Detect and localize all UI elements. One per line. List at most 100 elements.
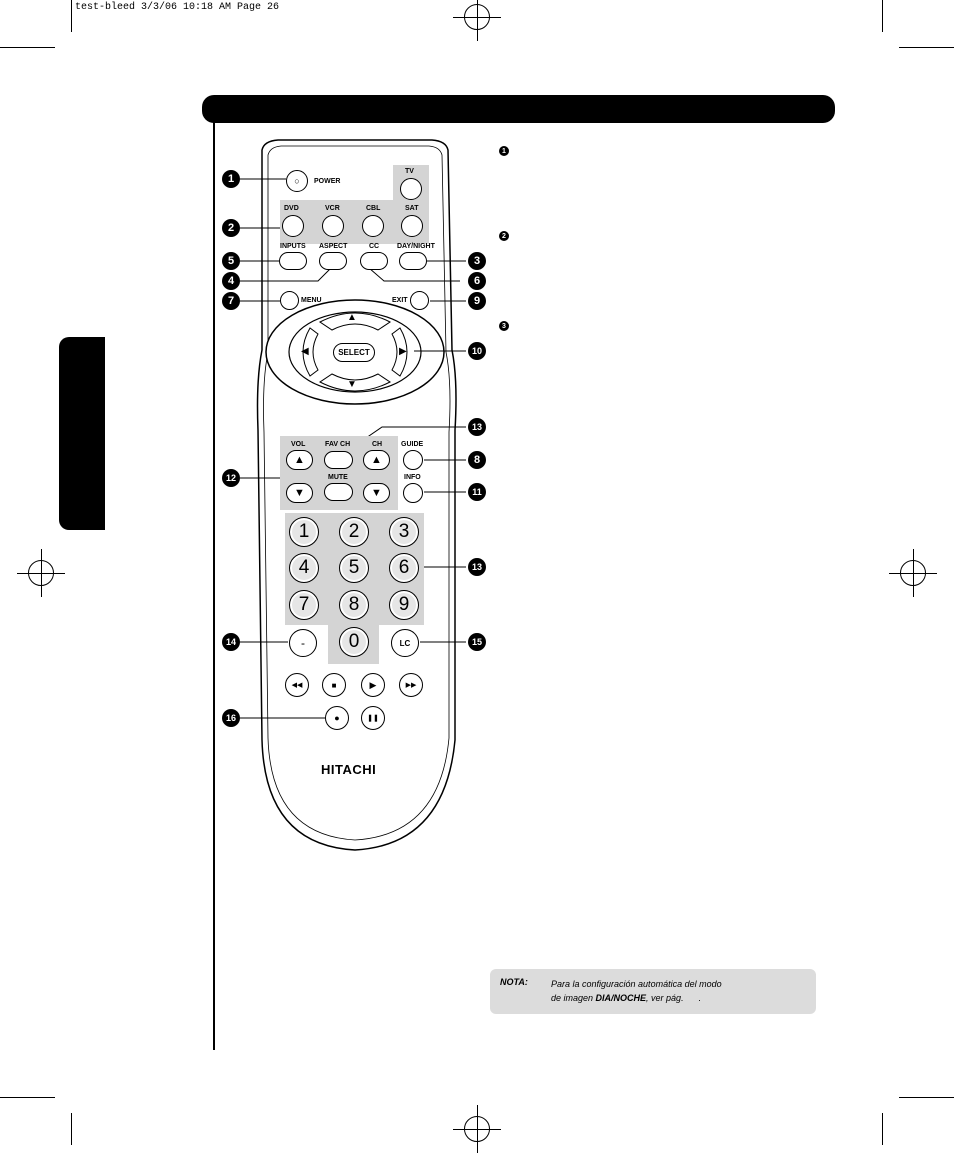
- nav-left-button[interactable]: ◀: [301, 346, 309, 357]
- down-arrow-icon: ▼: [347, 379, 357, 390]
- callout-7: 7: [222, 292, 240, 310]
- tv-button[interactable]: [400, 178, 422, 200]
- header-bar: [202, 95, 835, 123]
- callout-9: 9: [468, 292, 486, 310]
- callout-11: 11: [468, 483, 486, 501]
- power-icon: ○: [294, 176, 300, 186]
- crop-mark: [71, 0, 72, 32]
- callout-2: 2: [222, 219, 240, 237]
- guide-button[interactable]: [403, 450, 423, 470]
- menu-button[interactable]: [280, 291, 299, 310]
- ch-up-button[interactable]: ▲: [363, 450, 390, 470]
- dash-button[interactable]: -: [289, 629, 317, 657]
- inputs-button[interactable]: [279, 252, 307, 270]
- vol-down-button[interactable]: ▼: [286, 483, 313, 503]
- up-arrow-icon: ▲: [347, 312, 357, 323]
- tv-label: TV: [405, 168, 414, 175]
- note-line-1: Para la configuración automática del mod…: [551, 979, 722, 989]
- left-arrow-icon: ◀: [301, 346, 309, 357]
- dvd-button[interactable]: [282, 215, 304, 237]
- info-label: INFO: [404, 474, 421, 481]
- ch-down-button[interactable]: ▼: [363, 483, 390, 503]
- nav-up-button[interactable]: ▲: [347, 312, 357, 323]
- callout-5: 5: [222, 252, 240, 270]
- exit-label: EXIT: [392, 297, 408, 304]
- ch-up-icon: ▲: [371, 454, 382, 466]
- digit-6-button[interactable]: 6: [389, 553, 419, 583]
- callout-10: 10: [468, 342, 486, 360]
- callout-16: 16: [222, 709, 240, 727]
- dash-label: -: [301, 636, 305, 650]
- crop-mark: [0, 1097, 55, 1098]
- note-line-2: de imagen DIA/NOCHE, ver pág. .: [551, 991, 722, 1005]
- fav-ch-button[interactable]: [324, 451, 353, 469]
- cc-label: CC: [369, 243, 380, 250]
- pause-button[interactable]: ❚❚: [361, 706, 385, 730]
- section-marker-1: 1: [499, 146, 509, 156]
- callout-8: 8: [468, 451, 486, 469]
- callout-14: 14: [222, 633, 240, 651]
- digit-0-button[interactable]: 0: [339, 627, 369, 657]
- rewind-button[interactable]: ◀◀: [285, 673, 309, 697]
- brand-logo: HITACHI: [321, 762, 377, 777]
- record-icon: ●: [334, 713, 340, 723]
- day-night-button[interactable]: [399, 252, 427, 270]
- section-marker-3: 3: [499, 321, 509, 331]
- digit-8-button[interactable]: 8: [339, 590, 369, 620]
- stop-button[interactable]: ■: [322, 673, 346, 697]
- section-marker-2: 2: [499, 231, 509, 241]
- vol-up-button[interactable]: ▲: [286, 450, 313, 470]
- digit-4-button[interactable]: 4: [289, 553, 319, 583]
- mute-label: MUTE: [328, 474, 348, 481]
- crop-mark: [882, 0, 883, 32]
- fav-ch-label: FAV CH: [325, 441, 351, 448]
- vol-label: VOL: [291, 441, 306, 448]
- fast-forward-icon: ▶▶: [405, 682, 417, 689]
- digit-5-button[interactable]: 5: [339, 553, 369, 583]
- guide-label: GUIDE: [401, 441, 424, 448]
- digit-7-button[interactable]: 7: [289, 590, 319, 620]
- info-button[interactable]: [403, 483, 423, 503]
- vol-up-icon: ▲: [294, 454, 305, 466]
- vcr-button[interactable]: [322, 215, 344, 237]
- nav-right-button[interactable]: ▶: [399, 346, 407, 357]
- crop-mark: [899, 1097, 954, 1098]
- slug-line: test-bleed 3/3/06 10:18 AM Page 26: [75, 2, 280, 13]
- digit-9-button[interactable]: 9: [389, 590, 419, 620]
- registration-mark: [17, 549, 65, 597]
- note-text: Para la configuración automática del mod…: [551, 977, 722, 1005]
- sat-button[interactable]: [401, 215, 423, 237]
- record-button[interactable]: ●: [325, 706, 349, 730]
- vcr-label: VCR: [325, 205, 340, 212]
- cc-button[interactable]: [360, 252, 388, 270]
- aspect-button[interactable]: [319, 252, 347, 270]
- aspect-label: ASPECT: [319, 243, 348, 250]
- cbl-label: CBL: [366, 205, 381, 212]
- digit-3-button[interactable]: 3: [389, 517, 419, 547]
- exit-button[interactable]: [410, 291, 429, 310]
- play-button[interactable]: ▶: [361, 673, 385, 697]
- digit-2-button[interactable]: 2: [339, 517, 369, 547]
- registration-mark: [889, 549, 937, 597]
- fast-forward-button[interactable]: ▶▶: [399, 673, 423, 697]
- note-box: [490, 969, 816, 1014]
- digit-1-button[interactable]: 1: [289, 517, 319, 547]
- day-night-label: DAY/NIGHT: [397, 243, 435, 250]
- crop-mark: [882, 1113, 883, 1145]
- dvd-label: DVD: [284, 205, 299, 212]
- ch-down-icon: ▼: [371, 487, 382, 499]
- nav-down-button[interactable]: ▼: [347, 379, 357, 390]
- mute-button[interactable]: [324, 483, 353, 501]
- power-button[interactable]: ○: [286, 170, 308, 192]
- callout-6: 6: [468, 272, 486, 290]
- select-button[interactable]: SELECT: [333, 343, 375, 362]
- vol-down-icon: ▼: [294, 487, 305, 499]
- right-arrow-icon: ▶: [399, 346, 407, 357]
- lc-button[interactable]: LC: [391, 629, 419, 657]
- crop-mark: [0, 47, 55, 48]
- side-tab: [59, 337, 105, 530]
- callout-3: 3: [468, 252, 486, 270]
- inputs-label: INPUTS: [280, 243, 306, 250]
- cbl-button[interactable]: [362, 215, 384, 237]
- pause-icon: ❚❚: [367, 715, 379, 722]
